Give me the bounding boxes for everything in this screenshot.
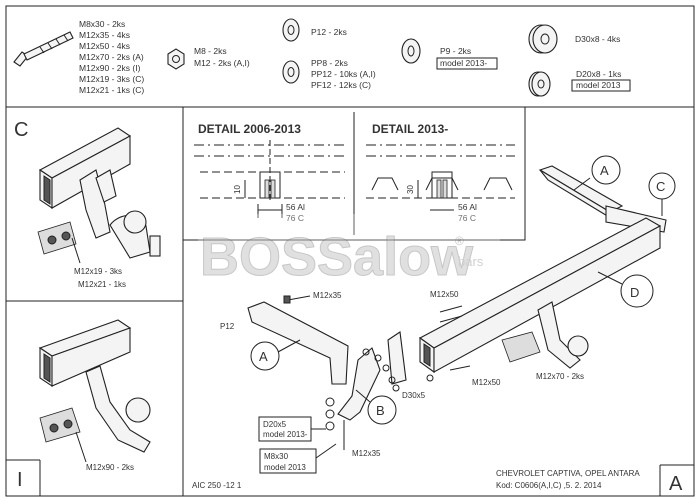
label-m12x50: M12x50 xyxy=(430,290,459,299)
d30-spec: D30x8 - 4ks xyxy=(575,34,620,44)
main-assembly-illustration xyxy=(247,155,676,450)
sheet-frame xyxy=(5,5,695,497)
bolt-spec-4: M12x70 - 2ks (A) xyxy=(79,52,144,62)
label-m12x70: M12x70 - 2ks xyxy=(536,372,584,381)
detail-left-width-2: 76 C xyxy=(286,213,304,223)
box-m8 xyxy=(259,448,317,474)
d20-spec: D20x8 - 1ks xyxy=(576,69,621,79)
panel-c-bolt-1: M12x19 - 3ks xyxy=(74,267,122,276)
nut-spec-2: M12 - 2ks (A,I) xyxy=(194,58,250,68)
p9-washer-icon xyxy=(401,38,421,64)
bolt-spec-6: M12x19 - 3ks (C) xyxy=(79,74,144,84)
detail-left-drawing xyxy=(194,140,345,218)
p9-model: model 2013- xyxy=(440,58,487,68)
detail-left-height: 10 xyxy=(233,185,242,194)
box-d20-spec: D20x5 xyxy=(263,420,287,429)
spring-washer-spec-2: PP12 - 10ks (A,I) xyxy=(311,69,376,79)
panel-c-bolt-2: M12x21 - 1ks xyxy=(78,280,126,289)
bolt-icon xyxy=(13,31,74,67)
washer-p12-spec: P12 - 2ks xyxy=(311,27,347,37)
label-m12x50-bottom: M12x50 xyxy=(472,378,501,387)
spring-washer-spec-3: PF12 - 12ks (C) xyxy=(311,80,371,90)
callout-a: A xyxy=(259,349,268,364)
panel-i-bolt: M12x90 - 2ks xyxy=(86,463,134,472)
bolt-spec-5: M12x90 - 2ks (I) xyxy=(79,63,141,73)
spring-washer-spec-1: PP8 - 2ks xyxy=(311,58,348,68)
detail-right-height: 30 xyxy=(406,185,415,194)
detail-left-width: 56 Al xyxy=(286,202,305,212)
callout-a-top: A xyxy=(600,163,609,178)
watermark-brand: BOSSalow xyxy=(200,227,474,287)
vehicle-name: CHEVROLET CAPTIVA, OPEL ANTARA xyxy=(496,469,640,478)
label-m12x35-top: M12x35 xyxy=(313,291,342,300)
sheet-letter: A xyxy=(669,473,683,495)
nut-icon xyxy=(167,48,185,70)
box-m8-leader xyxy=(315,443,337,459)
callout-b: B xyxy=(376,403,385,418)
label-m12x35-bottom: M12x35 xyxy=(352,449,381,458)
washer-icon xyxy=(282,18,300,42)
bolt-spec-7: M12x21 - 1ks (C) xyxy=(79,85,144,95)
label-d30: D30x5 xyxy=(402,391,426,400)
p9-spec: P9 - 2ks xyxy=(440,46,471,56)
p9-model-box xyxy=(436,57,498,70)
watermark-sub: bars xyxy=(458,254,484,269)
spring-washer-icon xyxy=(282,60,300,84)
detail-box xyxy=(183,107,526,241)
box-m8-model: model 2013 xyxy=(264,463,306,472)
watermark-sup: ® xyxy=(455,234,464,248)
callout-d: D xyxy=(630,285,639,300)
detail-left-title: DETAIL 2006-2013 xyxy=(198,122,301,136)
panel-c-hitch-illustration xyxy=(37,127,161,264)
panel-i-hitch-illustration xyxy=(38,319,151,463)
panel-i-letter: I xyxy=(17,469,23,491)
detail-right-width: 56 Al xyxy=(458,202,477,212)
label-p12: P12 xyxy=(220,322,235,331)
nut-spec-1: M8 - 2ks xyxy=(194,46,227,56)
box-d20-model: model 2013- xyxy=(263,430,308,439)
detail-right-drawing xyxy=(366,144,515,211)
watermark: BOSSalow ® bars xyxy=(198,214,500,288)
kod-date: Kod: C0606(A,I,C) ,5. 2. 2014 xyxy=(496,481,602,490)
callout-c: C xyxy=(656,179,665,194)
thick-washer-icon xyxy=(528,24,558,54)
panel-c-letter: C xyxy=(14,119,28,141)
drawing-code: AIC 250 -12 1 xyxy=(192,481,242,490)
bolt-spec-3: M12x50 - 4ks xyxy=(79,41,130,51)
detail-right-width-2: 76 C xyxy=(458,213,476,223)
detail-right-title: DETAIL 2013- xyxy=(372,122,448,136)
bolt-spec-1: M8x30 - 2ks xyxy=(79,19,125,29)
box-m8-spec: M8x30 xyxy=(264,452,289,461)
d20-model: model 2013 xyxy=(576,80,621,90)
thick-washer-small-icon xyxy=(528,71,551,97)
d20-model-box xyxy=(571,79,631,92)
bolt-spec-2: M12x35 - 4ks xyxy=(79,30,130,40)
